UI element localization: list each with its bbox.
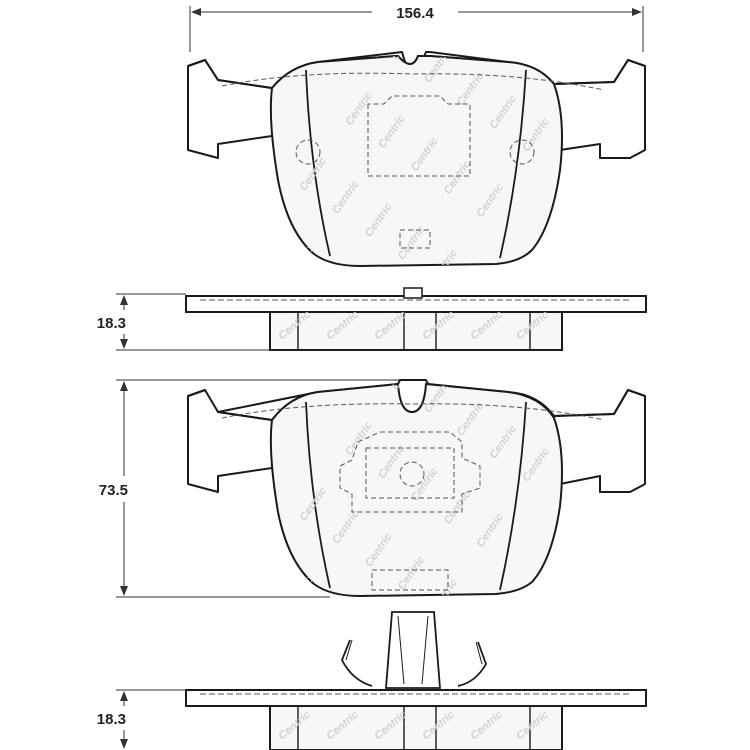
friction-side [269, 311, 563, 351]
watermark-text: Centric [389, 24, 421, 62]
arrow-down-icon [120, 339, 128, 349]
backplate-ears [187, 58, 646, 89]
hidden-pocket [367, 95, 471, 177]
arrow-down-icon [120, 586, 128, 596]
backplate-side [185, 689, 647, 707]
spring-arm-right [457, 641, 487, 687]
spring-arm-left [341, 639, 373, 687]
arrow-up-icon [120, 295, 128, 305]
thickness-bottom-label: 18.3 [97, 711, 126, 728]
arrow-down-icon [120, 739, 128, 749]
hidden-tab [371, 569, 449, 591]
spring-clip [341, 611, 487, 689]
width-dimension: 156.4 [189, 5, 644, 52]
watermark-text: Centric [350, 620, 382, 658]
spring-clip-body [385, 611, 441, 689]
watermark-text: Centric [284, 574, 316, 612]
arrow-left-icon [191, 8, 201, 16]
backplate-ears [187, 388, 646, 421]
thickness-dimension-bottom: 18.3 [97, 689, 186, 749]
chamfer-slot-left [305, 401, 331, 589]
hidden-center-pin [399, 461, 425, 487]
thickness-top-label: 18.3 [97, 315, 126, 332]
hidden-pin-left [295, 139, 321, 165]
hidden-spring-plate [339, 431, 481, 513]
watermark-text: Centric [252, 551, 284, 589]
hidden-pin-right [509, 139, 535, 165]
spring-arm-detail [345, 639, 483, 665]
hidden-features [221, 72, 605, 249]
pad-side-view-bottom: Centric Centric Centric Centric Centric … [185, 611, 647, 750]
watermark-text: Centric [252, 221, 284, 259]
spring-clip-inner [397, 615, 429, 685]
chamfer-slot-left [305, 69, 331, 257]
clip-tab [403, 287, 423, 299]
chamfer-slot-right [499, 69, 527, 259]
friction-side [269, 705, 563, 750]
watermark-text: Centric [317, 597, 349, 635]
hidden-tab [399, 229, 431, 249]
center-notch [397, 383, 427, 414]
pad-view-friction-face: Centric Centric Centric Centric Centric … [187, 379, 646, 658]
height-dimension: 73.5 [99, 379, 400, 598]
hidden-edge [221, 403, 605, 421]
watermark-text: Centric [284, 244, 316, 282]
arrow-up-icon [120, 381, 128, 391]
height-label: 73.5 [99, 482, 128, 499]
arrow-right-icon [632, 8, 642, 16]
hidden-features [221, 403, 605, 591]
friction-material-outline [269, 55, 563, 268]
hidden-spring-inner [365, 447, 455, 499]
chamfer-slot-right [499, 401, 527, 591]
width-label: 156.4 [396, 5, 434, 22]
hidden-edge [221, 72, 605, 91]
pad-side-view-top: Centric Centric Centric Centric Centric … [185, 287, 647, 351]
arrow-up-icon [120, 691, 128, 701]
thickness-dimension-top: 18.3 [97, 293, 270, 351]
